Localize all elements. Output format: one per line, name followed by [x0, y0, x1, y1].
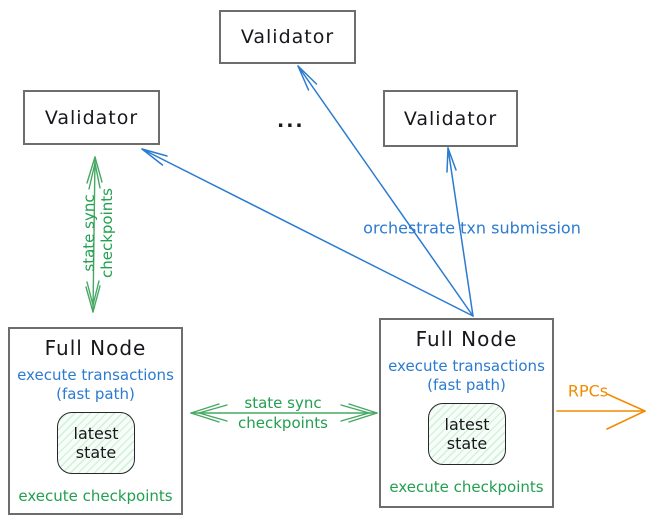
full-node-right-execute-checkpoints: execute checkpoints	[389, 478, 544, 496]
rpcs-label: RPCs	[567, 381, 609, 401]
latest-state-right-line2: state	[446, 434, 488, 453]
rpc-arrowhead	[606, 393, 646, 430]
validator-top-label: Validator	[240, 26, 335, 48]
full-node-right-execute-transactions: execute transactions	[388, 357, 545, 375]
validator-box-top: Validator	[219, 10, 356, 64]
full-node-left-execute-transactions: execute transactions	[17, 366, 174, 384]
validator-box-left: Validator	[23, 90, 160, 145]
mid-state-sync-line1: state sync	[244, 394, 322, 412]
vertical-state-sync-line1: state sync	[80, 194, 98, 272]
latest-state-left-line2: state	[75, 443, 117, 462]
full-node-right: Full Node execute transactions (fast pat…	[379, 318, 554, 508]
full-node-right-title: Full Node	[415, 327, 518, 351]
arrowhead-left-validator	[141, 148, 168, 166]
mid-state-sync-line2: checkpoints	[238, 414, 328, 432]
full-node-left-title: Full Node	[44, 336, 147, 360]
latest-state-left-line1: latest	[73, 424, 119, 443]
more-validators-ellipsis: ...	[277, 110, 305, 132]
full-node-left-fast-path: (fast path)	[56, 385, 135, 403]
latest-state-box-right: latest state	[428, 403, 506, 465]
validator-left-label: Validator	[44, 106, 139, 129]
mid-sync-head-left	[190, 403, 228, 423]
vertical-sync-head-bottom	[85, 280, 101, 313]
full-node-left-execute-checkpoints: execute checkpoints	[18, 487, 173, 505]
latest-state-box-left: latest state	[57, 412, 135, 474]
orchestrate-txn-label: orchestrate txn submission	[363, 218, 581, 238]
vertical-sync-head-top	[86, 156, 103, 190]
arrowhead-right-validator	[446, 147, 457, 173]
validator-right-label: Validator	[403, 107, 498, 130]
vertical-state-sync-label: state sync checkpoints	[80, 188, 116, 278]
validator-box-right: Validator	[383, 90, 518, 147]
latest-state-right-line1: latest	[444, 415, 490, 434]
full-node-right-fast-path: (fast path)	[427, 376, 506, 394]
mid-sync-head-right	[340, 403, 378, 423]
vertical-state-sync-line2: checkpoints	[98, 188, 116, 278]
arrowhead-top-validator	[297, 65, 318, 91]
full-node-left: Full Node execute transactions (fast pat…	[8, 327, 183, 515]
